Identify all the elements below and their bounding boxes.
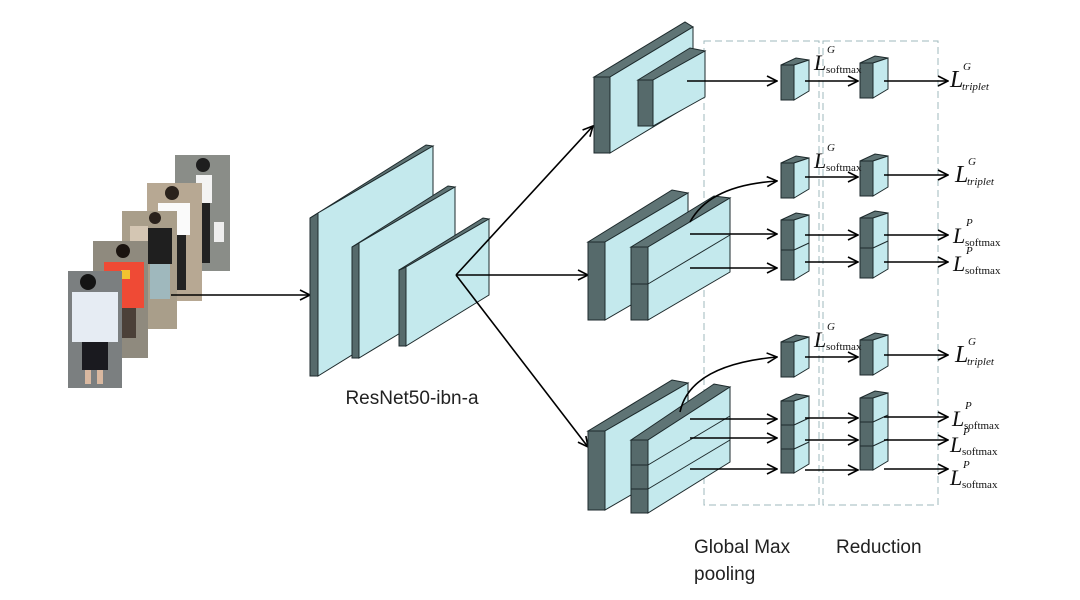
loss-superscript: P: [962, 426, 970, 438]
gmp-label-line1: Global Max: [694, 537, 791, 558]
branch-global-features: [592, 21, 707, 154]
loss-symbol: L: [954, 162, 968, 188]
loss-superscript: P: [965, 217, 973, 229]
gmp-cube-global-b1: [780, 57, 810, 101]
loss-symbol: L: [949, 67, 963, 93]
loss-superscript: G: [827, 321, 835, 333]
loss-subscript: softmax: [965, 237, 1001, 249]
loss-symbol: L: [813, 148, 826, 173]
branch-arrow-global: [455, 126, 593, 276]
loss-superscript: G: [968, 156, 976, 168]
backbone-layer-3: [398, 217, 491, 347]
reduction-cube-global-b3: [859, 332, 889, 376]
loss-subscript: softmax: [826, 64, 862, 76]
gmp-label-line2: pooling: [694, 564, 755, 585]
reduction-box: [822, 40, 939, 506]
branch-arrow-part3: [455, 274, 588, 447]
loss-subscript: triplet: [967, 356, 995, 368]
reduction-cube-parts-b3: [859, 390, 889, 471]
reduction-cube-global-b1: [859, 55, 889, 99]
loss-symbol: L: [952, 223, 965, 248]
loss-superscript: P: [965, 245, 973, 257]
loss-subscript: triplet: [967, 176, 995, 188]
loss-superscript: G: [968, 336, 976, 348]
reduction-cube-parts-b2: [859, 210, 889, 279]
loss-subscript: softmax: [962, 479, 998, 491]
loss-subscript: softmax: [826, 162, 862, 174]
cube-arrows: [805, 81, 948, 470]
loss-symbol: L: [952, 251, 965, 276]
branch-part3-global-arrow: [679, 357, 777, 413]
loss-symbol: L: [813, 50, 826, 75]
loss-subscript: triplet: [962, 81, 990, 93]
feature-cubes: [780, 55, 889, 474]
loss-superscript: P: [964, 400, 972, 412]
backbone-label: ResNet50-ibn-a: [345, 388, 478, 409]
branch-part3-features: [586, 379, 732, 514]
input-image-stack: [68, 155, 230, 388]
branch-part2-features: [586, 189, 732, 321]
loss-subscript: softmax: [962, 446, 998, 458]
loss-superscript: G: [827, 44, 835, 56]
gmp-cube-parts-b3: [780, 393, 810, 474]
loss-symbol: L: [951, 406, 964, 431]
backbone-resnet: [309, 144, 491, 377]
loss-superscript: G: [827, 142, 835, 154]
loss-subscript: softmax: [965, 265, 1001, 277]
gmp-cube-global-b2: [780, 155, 810, 199]
loss-symbol: L: [949, 432, 962, 457]
loss-symbol: L: [954, 342, 968, 368]
gmp-cube-parts-b2: [780, 212, 810, 281]
loss-superscript: G: [963, 61, 971, 73]
loss-subscript: softmax: [964, 420, 1000, 432]
reduction-cube-global-b2: [859, 153, 889, 197]
loss-subscript: softmax: [826, 341, 862, 353]
gmp-cube-global-b3: [780, 334, 810, 378]
loss-superscript: P: [962, 459, 970, 471]
reduction-label: Reduction: [836, 537, 922, 558]
branch-part2-global-arrow: [689, 181, 777, 223]
person-image-1: [68, 271, 122, 388]
loss-symbol: L: [813, 327, 826, 352]
loss-symbol: L: [949, 465, 962, 490]
